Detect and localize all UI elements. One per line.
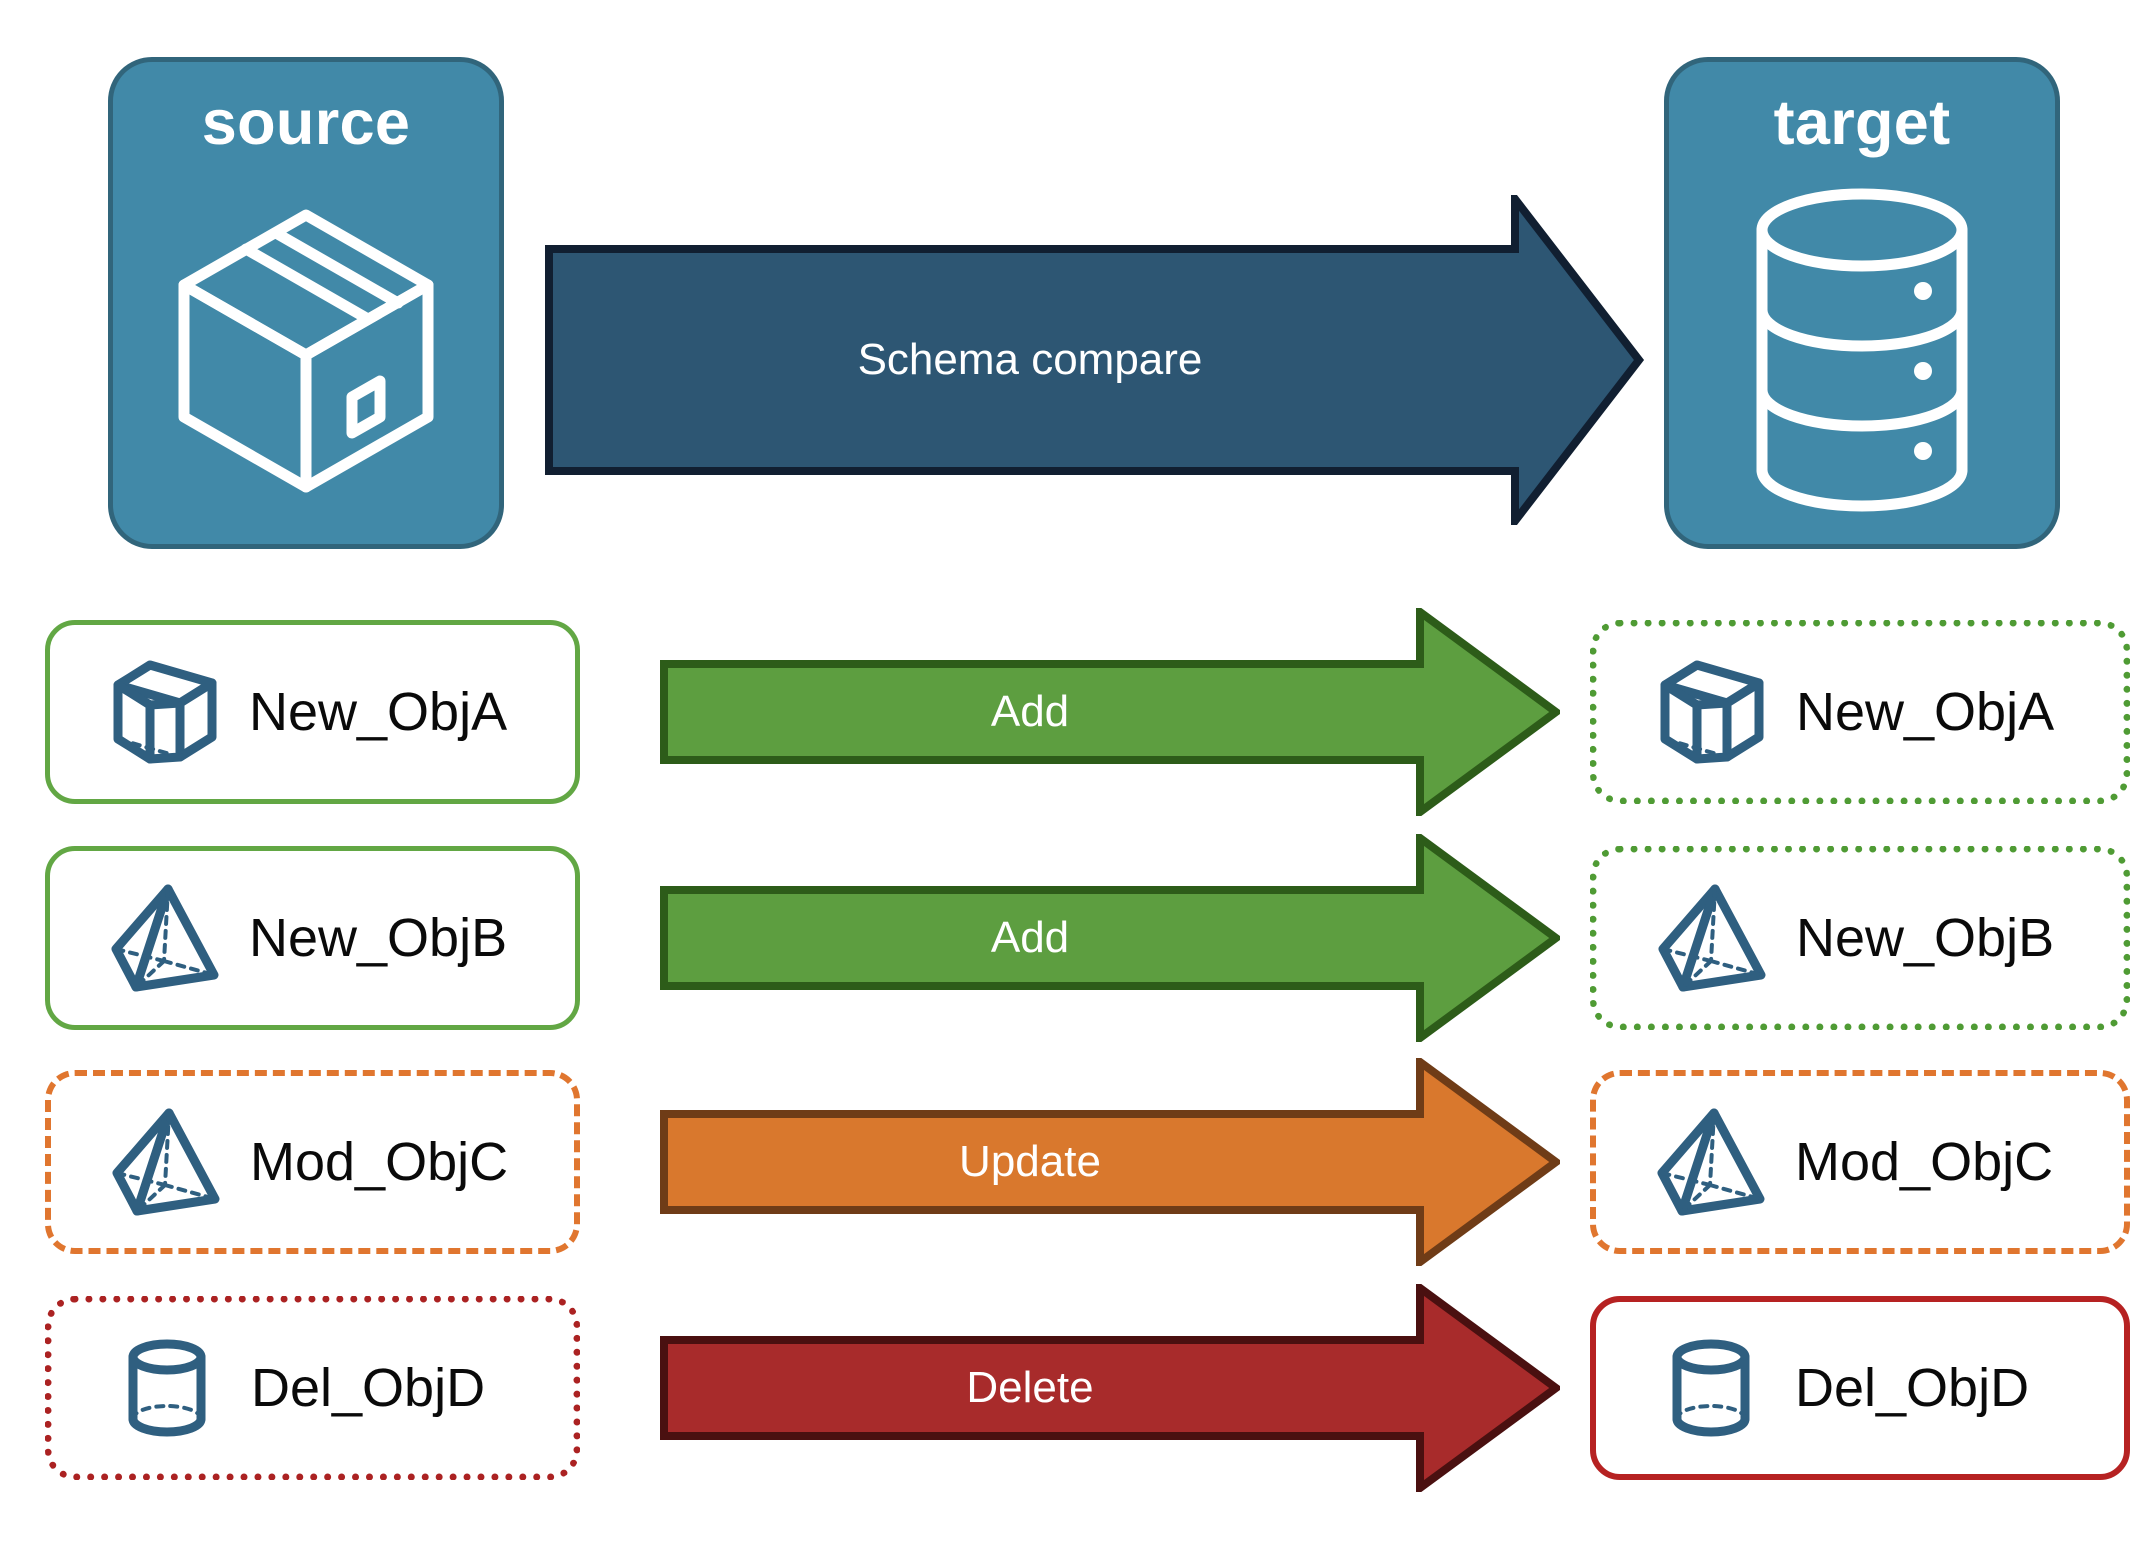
target-object-label: Mod_ObjC bbox=[1795, 1132, 2054, 1192]
delete-arrow: Delete bbox=[660, 1280, 1563, 1496]
target-object-label: Del_ObjD bbox=[1795, 1358, 2030, 1418]
wireframe-pyramid-icon bbox=[1648, 1103, 1773, 1221]
wireframe-pyramid-icon bbox=[102, 879, 227, 997]
object-row: Del_ObjD Delete bbox=[0, 1280, 2150, 1496]
target-panel: target bbox=[1664, 57, 2060, 549]
database-cylinder-icon bbox=[1669, 155, 2055, 544]
source-object-label: Del_ObjD bbox=[251, 1358, 486, 1418]
target-object-box[interactable]: New_ObjB bbox=[1590, 846, 2130, 1030]
object-row: New_ObjB Add bbox=[0, 830, 2150, 1046]
target-object-box[interactable]: Del_ObjD bbox=[1590, 1296, 2130, 1480]
source-object-box[interactable]: Del_ObjD bbox=[45, 1296, 580, 1480]
add-arrow: Add bbox=[660, 830, 1563, 1046]
target-object-box[interactable]: Mod_ObjC bbox=[1590, 1070, 2130, 1254]
update-arrow: Update bbox=[660, 1054, 1563, 1270]
source-panel: source bbox=[108, 57, 504, 549]
wireframe-cube-icon bbox=[102, 653, 227, 771]
wireframe-cube-icon bbox=[1649, 653, 1774, 771]
object-row: Mod_ObjC Update bbox=[0, 1054, 2150, 1270]
object-row: New_ObjA Add bbox=[0, 604, 2150, 820]
wireframe-pyramid-icon bbox=[1649, 879, 1774, 997]
target-object-label: New_ObjB bbox=[1796, 908, 2055, 968]
target-title: target bbox=[1773, 88, 1951, 158]
source-object-box[interactable]: New_ObjB bbox=[45, 846, 580, 1030]
schema-compare-arrow: Schema compare bbox=[545, 187, 1645, 533]
package-box-icon bbox=[113, 155, 499, 544]
target-object-label: New_ObjA bbox=[1796, 682, 2055, 742]
source-object-label: New_ObjB bbox=[249, 908, 508, 968]
source-object-label: Mod_ObjC bbox=[250, 1132, 509, 1192]
source-object-box[interactable]: New_ObjA bbox=[45, 620, 580, 804]
wireframe-cylinder-icon bbox=[1648, 1329, 1773, 1447]
wireframe-cylinder-icon bbox=[104, 1329, 229, 1447]
source-title: source bbox=[201, 88, 411, 158]
target-object-box[interactable]: New_ObjA bbox=[1590, 620, 2130, 804]
source-object-label: New_ObjA bbox=[249, 682, 508, 742]
source-object-box[interactable]: Mod_ObjC bbox=[45, 1070, 580, 1254]
add-arrow: Add bbox=[660, 604, 1563, 820]
wireframe-pyramid-icon bbox=[103, 1103, 228, 1221]
